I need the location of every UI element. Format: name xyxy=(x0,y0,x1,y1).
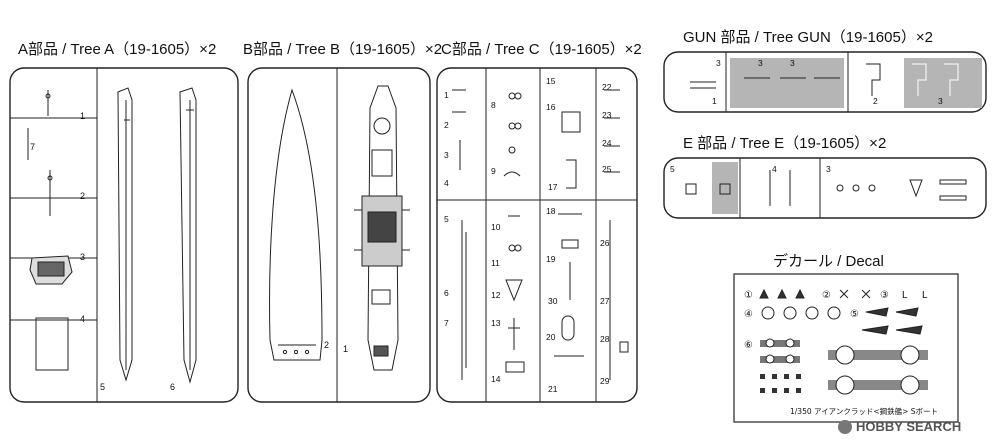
tree-gun-labels: 1 2 3 3 3 3 xyxy=(712,58,943,106)
e-part-3: 3 xyxy=(826,164,831,174)
decal-labels: ① ② ③ ④ ⑤ ⑥ L L 1/350 アイアンクラッド<鋼鉄艦> Sボート xyxy=(744,290,938,416)
tree-a-part-5: 5 xyxy=(100,382,105,392)
decal-letter-l1: L xyxy=(902,290,908,301)
tree-a-sprue xyxy=(9,67,239,403)
tree-c-part-14: 14 xyxy=(491,374,501,384)
tree-c-part-23: 23 xyxy=(602,110,612,120)
gun-part-3a: 3 xyxy=(716,58,721,68)
tree-c-part-7: 7 xyxy=(444,318,449,328)
tree-c-part-22: 22 xyxy=(602,82,612,92)
tree-c-part-27: 27 xyxy=(600,296,610,306)
tree-gun-sprue xyxy=(663,51,987,113)
tree-c-part-18: 18 xyxy=(546,206,556,216)
tree-e-labels: 3 4 5 xyxy=(670,164,831,174)
tree-e-sprue xyxy=(663,157,987,219)
tree-c-labels: 1 2 3 4 5 6 7 8 9 10 11 12 13 14 15 16 1… xyxy=(444,76,612,394)
decal-num-1: ① xyxy=(744,290,753,301)
gun-part-3c: 3 xyxy=(790,58,795,68)
watermark: HOBBY SEARCH xyxy=(838,419,961,434)
decal-sheet xyxy=(733,273,959,423)
tree-c-part-26: 26 xyxy=(600,238,610,248)
tree-c-part-5: 5 xyxy=(444,214,449,224)
tree-b-part-2: 2 xyxy=(324,340,329,350)
tree-c-part-19: 19 xyxy=(546,254,556,264)
tree-a-part-4: 4 xyxy=(80,314,85,324)
tree-c-part-30: 30 xyxy=(548,296,558,306)
tree-b-labels: 1 2 xyxy=(324,340,348,354)
decal-num-6: ⑥ xyxy=(744,340,753,351)
tree-c-part-12: 12 xyxy=(491,290,501,300)
tree-a-part-1: 1 xyxy=(80,111,85,121)
tree-c-part-21: 21 xyxy=(548,384,558,394)
tree-c-part-29: 29 xyxy=(600,376,610,386)
tree-a-part-7: 7 xyxy=(30,142,35,152)
e-part-5: 5 xyxy=(670,164,675,174)
gun-part-1: 1 xyxy=(712,96,717,106)
title-decal: デカール / Decal xyxy=(773,253,884,270)
title-tree-c: C部品 / Tree C（19-1605）×2 xyxy=(441,41,642,58)
decal-num-4: ④ xyxy=(744,309,753,320)
tree-c-part-10: 10 xyxy=(491,222,501,232)
tree-a-labels: 1 2 3 4 5 6 7 xyxy=(30,111,175,392)
gun-part-3b: 3 xyxy=(758,58,763,68)
decal-num-3: ③ xyxy=(880,290,889,301)
tree-c-part-8: 8 xyxy=(491,100,496,110)
hobby-search-logo-icon xyxy=(838,419,852,434)
gun-part-3d: 3 xyxy=(938,96,943,106)
tree-c-part-20: 20 xyxy=(546,332,556,342)
tree-c-part-3: 3 xyxy=(444,150,449,160)
tree-c-part-24: 24 xyxy=(602,138,612,148)
tree-a-part-2: 2 xyxy=(80,191,85,201)
tree-c-part-2: 2 xyxy=(444,120,449,130)
decal-num-5: ⑤ xyxy=(850,309,859,320)
decal-caption: 1/350 アイアンクラッド<鋼鉄艦> Sボート xyxy=(790,406,938,416)
tree-c-part-13: 13 xyxy=(491,318,501,328)
gun-part-2: 2 xyxy=(873,96,878,106)
decal-letter-l2: L xyxy=(922,290,928,301)
tree-b-part-1: 1 xyxy=(343,344,348,354)
title-tree-e: E 部品 / Tree E（19-1605）×2 xyxy=(683,135,887,152)
tree-c-part-15: 15 xyxy=(546,76,556,86)
tree-c-part-4: 4 xyxy=(444,178,449,188)
watermark-text: HOBBY SEARCH xyxy=(856,419,962,434)
tree-c-sprue xyxy=(436,67,638,403)
tree-c-part-16: 16 xyxy=(546,102,556,112)
tree-c-part-1: 1 xyxy=(444,90,449,100)
title-tree-gun: GUN 部品 / Tree GUN（19-1605）×2 xyxy=(683,29,933,46)
tree-c-part-9: 9 xyxy=(491,166,496,176)
e-part-4: 4 xyxy=(772,164,777,174)
title-tree-a: A部品 / Tree A（19-1605）×2 xyxy=(18,41,217,58)
tree-a-part-6: 6 xyxy=(170,382,175,392)
tree-c-part-25: 25 xyxy=(602,164,612,174)
tree-c-part-6: 6 xyxy=(444,288,449,298)
decal-num-2: ② xyxy=(822,290,831,301)
title-tree-b: B部品 / Tree B（19-1605）×2 xyxy=(243,41,443,58)
tree-b-sprue xyxy=(247,67,431,403)
tree-c-part-11: 11 xyxy=(491,258,500,268)
tree-a-part-3: 3 xyxy=(80,252,85,262)
tree-c-part-28: 28 xyxy=(600,334,610,344)
tree-c-part-17: 17 xyxy=(548,182,558,192)
